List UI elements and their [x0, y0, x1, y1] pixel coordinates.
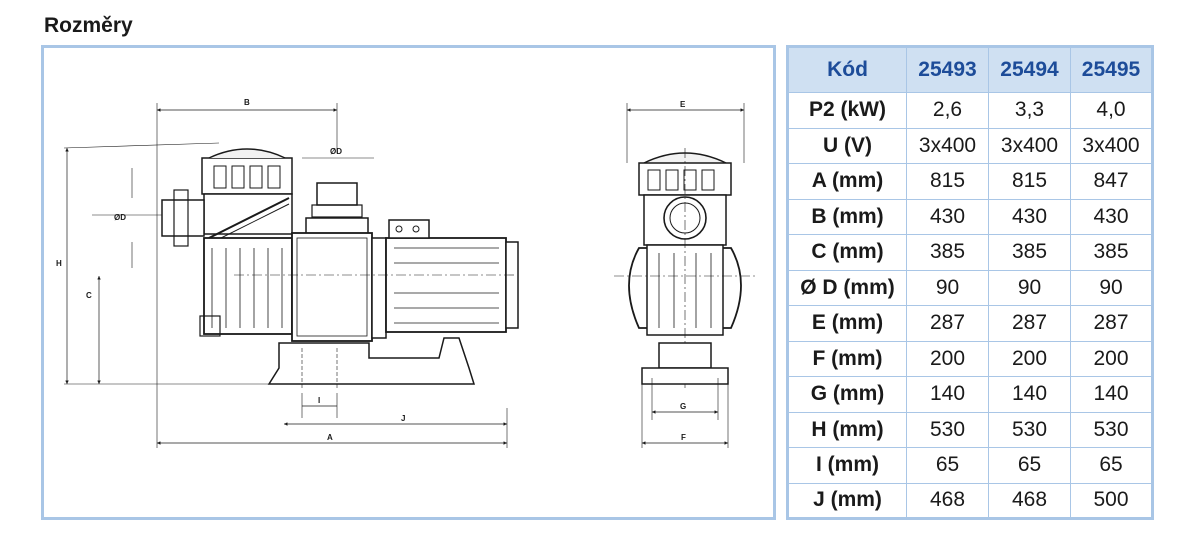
row-value: 468 — [906, 482, 989, 519]
row-value: 430 — [906, 198, 989, 235]
pump-technical-drawing: B H C ØD ØD A J I E G F — [56, 98, 756, 448]
row-value: 385 — [1070, 234, 1153, 271]
row-value: 287 — [988, 305, 1071, 342]
table-row: U (V) 3x400 3x400 3x400 — [787, 127, 1153, 164]
row-value: 200 — [988, 340, 1071, 377]
table-row: E (mm) 287 287 287 — [787, 305, 1153, 342]
row-param: E (mm) — [787, 305, 907, 342]
dim-label-g: G — [680, 402, 686, 411]
row-value: 90 — [1070, 269, 1153, 306]
row-value: 65 — [988, 447, 1071, 484]
row-value: 65 — [1070, 447, 1153, 484]
row-value: 90 — [988, 269, 1071, 306]
dim-label-d-top: ØD — [330, 147, 342, 156]
row-value: 430 — [988, 198, 1071, 235]
page-title: Rozměry — [44, 14, 133, 37]
row-value: 3,3 — [988, 92, 1071, 129]
row-param: B (mm) — [787, 198, 907, 235]
header-code-2: 25494 — [988, 46, 1071, 93]
table-row: C (mm) 385 385 385 — [787, 234, 1153, 271]
dim-label-d-side: ØD — [114, 213, 126, 222]
row-param: P2 (kW) — [787, 92, 907, 129]
table-row: I (mm) 65 65 65 — [787, 447, 1153, 484]
dimension-drawing: B H C ØD ØD A J I E G F — [41, 45, 776, 520]
row-value: 385 — [906, 234, 989, 271]
table-row: P2 (kW) 2,6 3,3 4,0 — [787, 92, 1153, 129]
row-param: I (mm) — [787, 447, 907, 484]
row-value: 815 — [906, 163, 989, 200]
table-row: H (mm) 530 530 530 — [787, 411, 1153, 448]
row-value: 140 — [988, 376, 1071, 413]
dim-label-f: F — [681, 433, 686, 442]
row-param: A (mm) — [787, 163, 907, 200]
row-param: C (mm) — [787, 234, 907, 271]
row-value: 3x400 — [906, 127, 989, 164]
table-row: A (mm) 815 815 847 — [787, 163, 1153, 200]
dim-label-a: A — [327, 433, 333, 442]
table-row: G (mm) 140 140 140 — [787, 376, 1153, 413]
dim-label-h: H — [56, 259, 62, 268]
table-row: Ø D (mm) 90 90 90 — [787, 269, 1153, 306]
dim-label-b: B — [244, 98, 250, 107]
row-value: 500 — [1070, 482, 1153, 519]
row-value: 815 — [988, 163, 1071, 200]
dim-label-c: C — [86, 291, 92, 300]
row-value: 2,6 — [906, 92, 989, 129]
row-value: 4,0 — [1070, 92, 1153, 129]
table-header-row: Kód 25493 25494 25495 — [787, 46, 1153, 93]
row-param: F (mm) — [787, 340, 907, 377]
row-value: 140 — [1070, 376, 1153, 413]
row-value: 287 — [906, 305, 989, 342]
row-value: 140 — [906, 376, 989, 413]
row-value: 530 — [988, 411, 1071, 448]
table-row: J (mm) 468 468 500 — [787, 482, 1153, 519]
table-row: F (mm) 200 200 200 — [787, 340, 1153, 377]
row-value: 200 — [906, 340, 989, 377]
header-param: Kód — [787, 46, 907, 93]
row-param: H (mm) — [787, 411, 907, 448]
row-value: 3x400 — [1070, 127, 1153, 164]
row-value: 287 — [1070, 305, 1153, 342]
row-value: 65 — [906, 447, 989, 484]
row-value: 385 — [988, 234, 1071, 271]
row-value: 3x400 — [988, 127, 1071, 164]
dim-label-j: J — [401, 414, 405, 423]
row-value: 468 — [988, 482, 1071, 519]
table-row: B (mm) 430 430 430 — [787, 198, 1153, 235]
row-value: 530 — [906, 411, 989, 448]
header-code-3: 25495 — [1070, 46, 1153, 93]
header-code-1: 25493 — [906, 46, 989, 93]
spec-table: Kód 25493 25494 25495 P2 (kW) 2,6 3,3 4,… — [786, 45, 1154, 520]
dim-label-i: I — [318, 396, 320, 405]
row-param: J (mm) — [787, 482, 907, 519]
row-value: 200 — [1070, 340, 1153, 377]
row-param: Ø D (mm) — [787, 269, 907, 306]
dim-label-e: E — [680, 100, 686, 109]
row-param: G (mm) — [787, 376, 907, 413]
row-value: 847 — [1070, 163, 1153, 200]
row-value: 430 — [1070, 198, 1153, 235]
row-value: 90 — [906, 269, 989, 306]
row-param: U (V) — [787, 127, 907, 164]
row-value: 530 — [1070, 411, 1153, 448]
